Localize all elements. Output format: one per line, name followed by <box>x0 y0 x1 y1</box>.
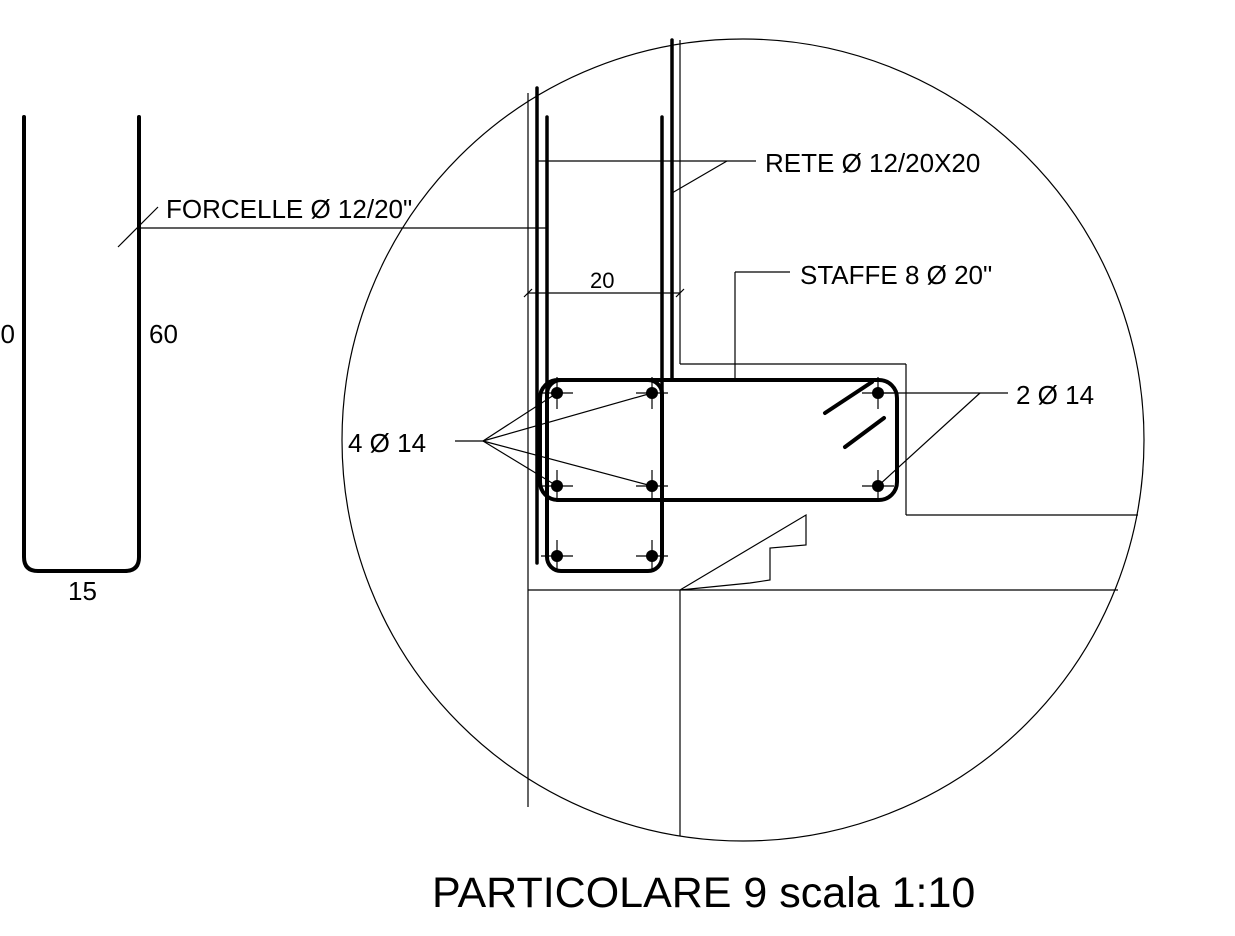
detail-circle <box>341 38 1145 842</box>
bars-left-leader <box>455 392 653 487</box>
forcella-width-dimension: 15 <box>68 576 97 606</box>
bar-dot <box>636 540 668 572</box>
rete-leader <box>537 160 756 194</box>
concrete-outline <box>527 40 1138 836</box>
bars-right-label: 2 Ø 14 <box>1016 380 1094 410</box>
forcella-shape <box>22 115 141 573</box>
wall-width-dimension: 20 <box>590 268 614 293</box>
rete-label: RETE Ø 12/20X20 <box>765 148 980 178</box>
staffe-label: STAFFE 8 Ø 20" <box>800 260 992 290</box>
longitudinal-bars <box>541 377 894 572</box>
bars-right-leader <box>877 392 1008 487</box>
bar-dot <box>541 540 573 572</box>
detail-title: PARTICOLARE 9 scala 1:10 <box>432 869 975 917</box>
stirrup-lower <box>545 378 664 573</box>
forcelle-leader <box>117 206 546 248</box>
bars-left-label: 4 Ø 14 <box>348 428 426 458</box>
staffe-leader <box>734 271 790 380</box>
wall-width-dimension-line <box>523 288 685 298</box>
stirrup-horizontal <box>538 378 899 502</box>
forcella-left-leg-dimension: 60 <box>0 319 15 349</box>
forcella-right-leg-dimension: 60 <box>149 319 178 349</box>
forcelle-label: FORCELLE Ø 12/20" <box>166 194 412 224</box>
